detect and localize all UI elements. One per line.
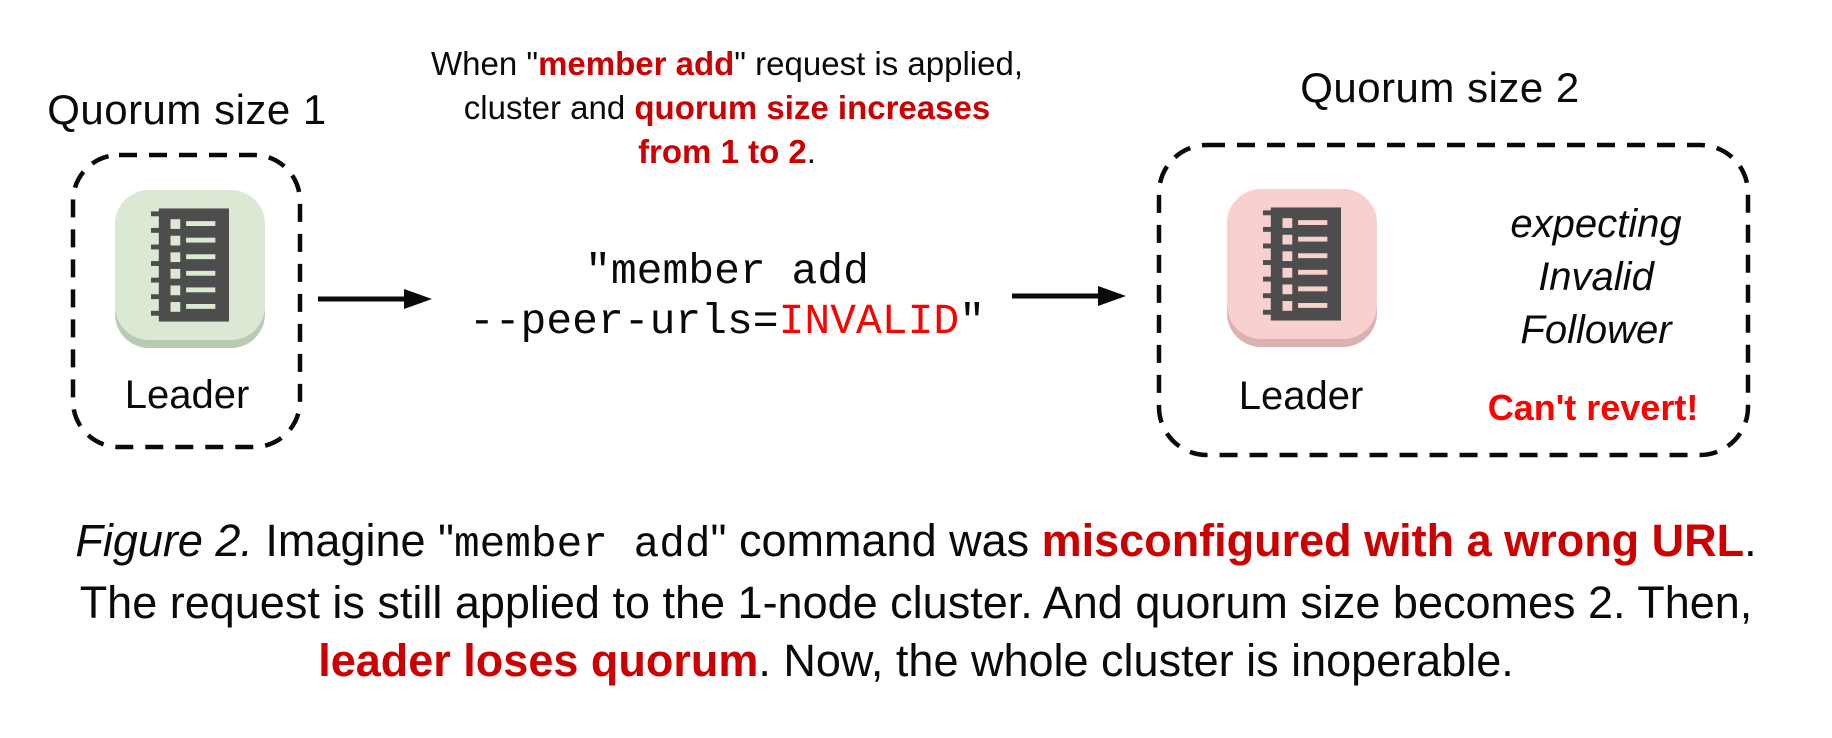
member-add-note: When "member add" request is applied, cl… [360, 42, 1094, 174]
caption-line-2: The request is still applied to the 1-no… [79, 577, 1753, 628]
figure-caption: Figure 2. Imagine "member add" command w… [0, 512, 1832, 690]
caption-text: Imagine " [252, 515, 454, 566]
note-text: cluster and [463, 89, 635, 126]
note-text: When " [430, 45, 539, 82]
caption-text: . Now, the whole cluster is inoperable. [758, 635, 1514, 686]
note-from-1-to-2: from 1 to 2 [638, 133, 807, 170]
caption-text: . [1744, 515, 1757, 566]
leader-node-green [115, 190, 265, 340]
member-add-command: "member add --peer-urls=INVALID" [375, 247, 1079, 347]
caption-misconfigured-emphasis: misconfigured with a wrong URL [1041, 515, 1745, 566]
note-member-add: member add [538, 45, 735, 82]
expecting-line: expecting [1510, 202, 1682, 246]
left-cluster-dashed-box [70, 152, 303, 450]
right-cluster-dashed-box [1156, 142, 1751, 458]
etcd-server-list-icon [1263, 207, 1341, 321]
left-quorum-heading: Quorum size 1 [47, 86, 327, 133]
caption-member-add-code: member add [454, 520, 711, 569]
leader-node-pink [1227, 189, 1377, 339]
expecting-line: Invalid [1538, 255, 1654, 299]
command-invalid-value: INVALID [778, 297, 960, 346]
right-quorum-heading: Quorum size 2 [1300, 64, 1580, 111]
caption-leader-loses-quorum-emphasis: leader loses quorum [318, 635, 759, 686]
expecting-invalid-follower-note: expecting Invalid Follower [1441, 198, 1751, 357]
expecting-line: Follower [1520, 308, 1672, 352]
arrow-right-icon [1012, 286, 1126, 306]
note-text: . [806, 133, 816, 170]
etcd-server-list-icon [151, 208, 229, 322]
left-leader-label: Leader [124, 373, 250, 417]
figure-label: Figure 2. [75, 515, 253, 566]
command-line-1: "member add [585, 247, 869, 296]
caption-text: " command was [710, 515, 1042, 566]
command-peer-urls: --peer-urls= [468, 297, 779, 346]
right-leader-label: Leader [1238, 374, 1364, 418]
command-close-quote: " [959, 297, 986, 346]
note-text: " request is applied, [734, 45, 1024, 82]
cant-revert-warning: Can't revert! [1487, 387, 1699, 428]
arrow-right-icon [318, 289, 432, 309]
note-quorum-increase: quorum size increases [634, 89, 991, 126]
